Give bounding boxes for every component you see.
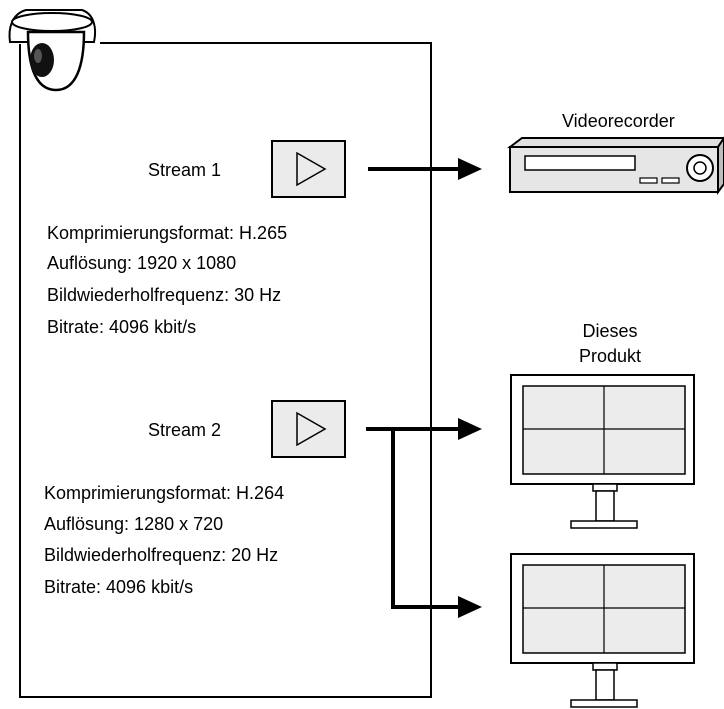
arrow-to-monitor-1: [366, 418, 482, 440]
stream2-format: Komprimierungsformat: H.264: [44, 483, 285, 503]
camera-frame: [19, 42, 432, 698]
arrow-to-monitor-2: [391, 427, 482, 618]
stream2-bitrate: Bitrate: 4096 kbit/s: [44, 577, 194, 597]
stream1-format: Komprimierungsformat: H.265: [47, 223, 288, 243]
stream1-resolution: Auflösung: 1920 x 1080: [47, 253, 237, 273]
dome-camera-icon: [6, 4, 100, 92]
stream1-play-icon[interactable]: [271, 140, 346, 198]
recorder-label: Videorecorder: [562, 111, 675, 131]
stream1-framerate: Bildwiederholfrequenz: 30 Hz: [47, 285, 282, 305]
stream2-title: Stream 2: [148, 420, 222, 440]
arrow-to-recorder: [368, 158, 482, 180]
stream1-bitrate: Bitrate: 4096 kbit/s: [47, 317, 197, 337]
product-label-line1: Dieses: [582, 321, 638, 341]
video-recorder-icon: [507, 136, 724, 195]
stream1-title: Stream 1: [148, 160, 222, 180]
monitor-icon-1: [510, 374, 695, 529]
product-label-line2: Produkt: [578, 346, 642, 366]
stream2-framerate: Bildwiederholfrequenz: 20 Hz: [44, 545, 279, 565]
stream2-play-icon[interactable]: [271, 400, 346, 458]
stream2-resolution: Auflösung: 1280 x 720: [44, 514, 224, 534]
monitor-icon-2: [510, 553, 695, 708]
